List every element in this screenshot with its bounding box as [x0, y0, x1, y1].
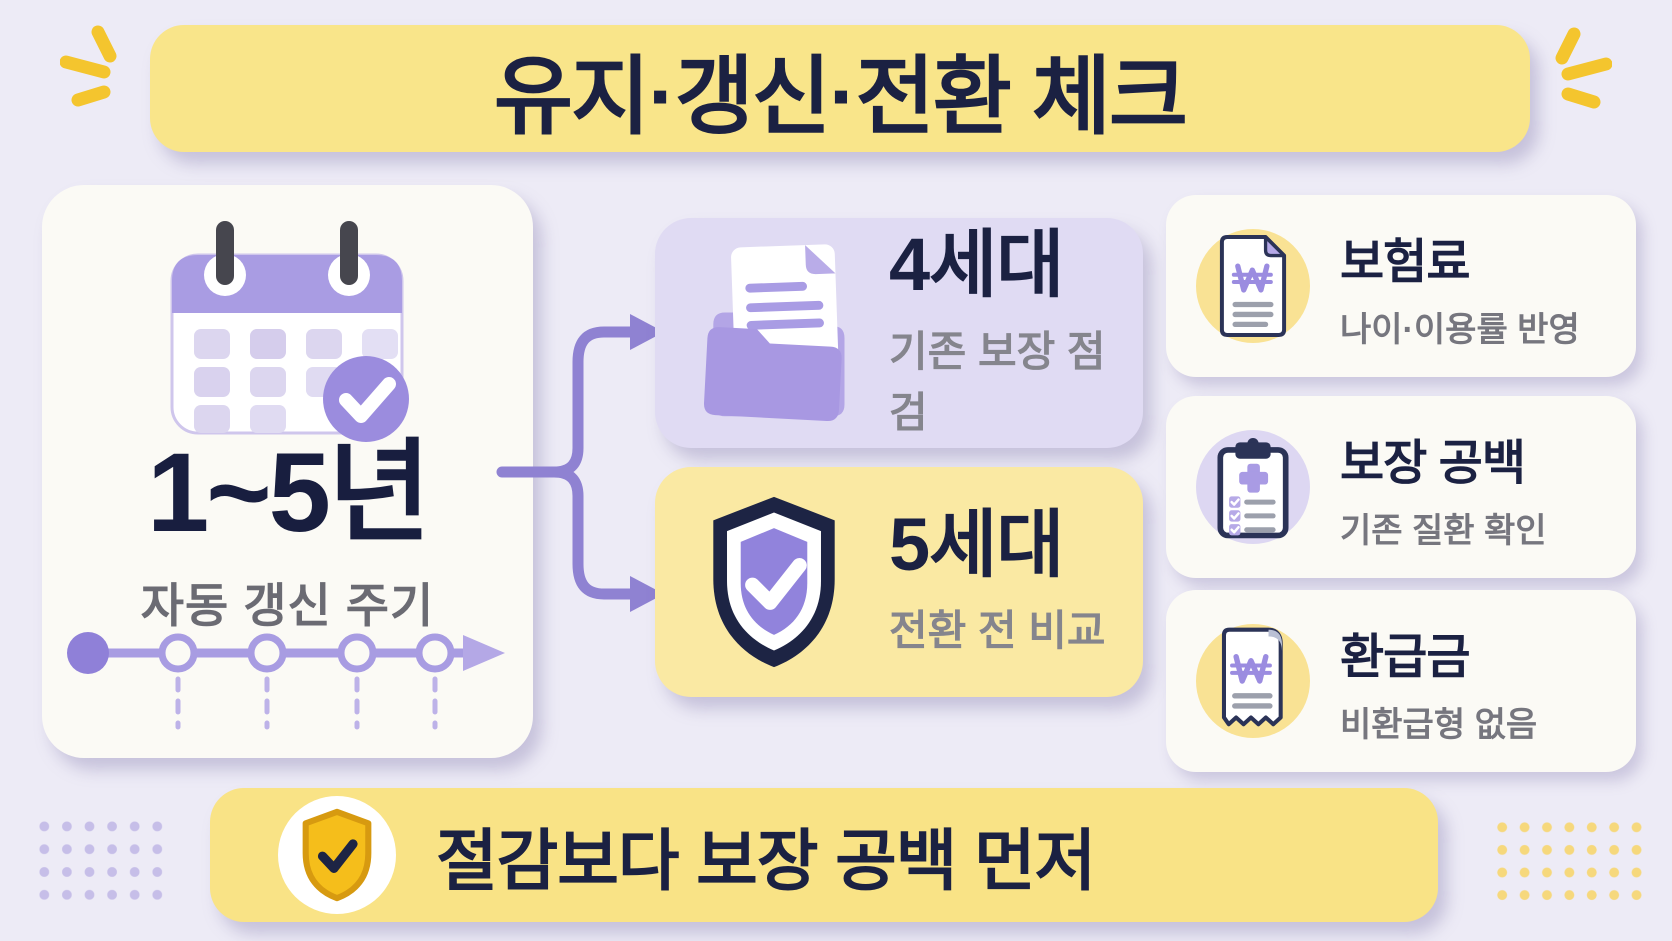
gen4-card: 4세대 기존 보장 점검: [655, 218, 1143, 448]
page-title: 유지·갱신·전환 체크: [493, 49, 1188, 145]
gen5-card: 5세대 전환 전 비교: [655, 467, 1143, 697]
title-banner: 유지·갱신·전환 체크: [150, 25, 1530, 152]
folder-document-icon: [704, 244, 845, 421]
gold-shield-check-icon: [278, 796, 396, 914]
coverage-gap-subtitle: 기존 질환 확인: [1340, 511, 1547, 550]
renewal-period-subtitle: 자동 갱신 주기: [140, 579, 435, 632]
refund-subtitle: 비환급형 없음: [1340, 705, 1538, 744]
dot-grid-right: [1491, 816, 1649, 908]
gen5-subtitle: 전환 전 비교: [889, 607, 1106, 655]
timeline-steps: [57, 623, 517, 733]
gen5-title: 5세대: [889, 502, 1064, 586]
calendar-check-icon: [162, 215, 412, 445]
refund-card: 환급금 비환급형 없음: [1166, 590, 1636, 772]
sparkle-right-icon: [1555, 27, 1612, 109]
won-document-icon: [1196, 229, 1310, 343]
renewal-cycle-card: 1~5년 자동 갱신 주기: [42, 185, 533, 758]
footer-message: 절감보다 보장 공백 먼저: [436, 823, 1096, 899]
refund-title: 환급금: [1340, 630, 1470, 684]
shield-check-icon: [713, 496, 835, 668]
sparkle-left-icon: [60, 25, 117, 107]
gen4-subtitle: 기존 보장 점검: [889, 327, 1106, 436]
won-receipt-icon: [1196, 624, 1310, 738]
premium-subtitle: 나이·이용률 반영: [1340, 310, 1580, 349]
renewal-period-headline: 1~5년: [146, 430, 431, 555]
branch-arrows: [496, 314, 664, 612]
footer-banner: 절감보다 보장 공백 먼저: [210, 788, 1438, 922]
premium-title: 보험료: [1340, 235, 1470, 289]
dot-grid-left: [33, 815, 169, 907]
medical-checklist-icon: [1196, 430, 1310, 544]
coverage-gap-card: 보장 공백 기존 질환 확인: [1166, 396, 1636, 578]
gen4-title: 4세대: [889, 223, 1064, 307]
premium-card: 보험료 나이·이용률 반영: [1166, 195, 1636, 377]
coverage-gap-title: 보장 공백: [1340, 436, 1526, 490]
